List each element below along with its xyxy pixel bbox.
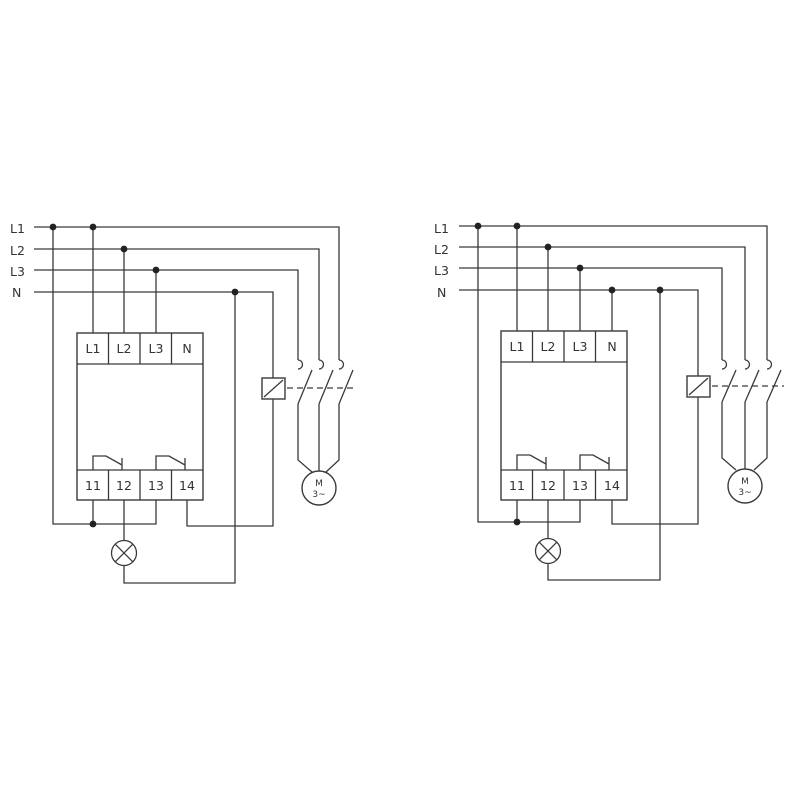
wire-n-lamp [123, 292, 236, 584]
motor-sub-label: 3~ [738, 488, 751, 498]
terminal-12: 12 [540, 478, 556, 493]
line-label-l2: L2 [434, 242, 449, 257]
contact-11-12-icon [516, 454, 547, 470]
wire-n [459, 289, 699, 376]
wire-14-coil [186, 399, 274, 527]
terminal-l3: L3 [149, 341, 164, 356]
junction-dot [544, 243, 552, 251]
junction-dot [89, 223, 97, 231]
terminal-l1: L1 [510, 339, 525, 354]
terminal-11: 11 [509, 478, 525, 493]
motor-sub-label: 3~ [312, 490, 325, 500]
junction-dot [231, 288, 239, 296]
junction-dot [49, 223, 57, 231]
line-label-l2: L2 [10, 243, 25, 258]
terminal-12: 12 [116, 478, 132, 493]
wire-l3 [459, 267, 723, 360]
junction-dot [513, 518, 521, 526]
junction-dot [89, 520, 97, 528]
terminal-l1: L1 [86, 341, 101, 356]
contact-13-14-icon [579, 454, 610, 470]
contactor-poles-icon [721, 359, 782, 471]
motor-label: M [315, 479, 323, 489]
motor-icon: M 3~ [727, 468, 763, 504]
terminal-l3: L3 [573, 339, 588, 354]
terminal-n: N [182, 341, 191, 356]
terminal-n: N [607, 339, 616, 354]
line-label-n: N [437, 285, 446, 300]
diagram-right: L1 L2 L3 N [434, 221, 784, 581]
terminal-13: 13 [572, 478, 588, 493]
lamp-icon [534, 537, 562, 565]
wire-l3 [34, 269, 299, 360]
junction-dot [608, 286, 616, 294]
wire-l1 [459, 225, 768, 360]
contact-11-12-icon [92, 455, 123, 470]
motor-icon: M 3~ [301, 470, 337, 506]
line-label-l1: L1 [10, 221, 25, 236]
lamp-icon [110, 539, 138, 567]
wire-14-coil [611, 397, 699, 525]
junction-dot [120, 245, 128, 253]
wire-l1 [34, 226, 340, 360]
wire-n [34, 291, 274, 378]
contactor-coil-icon [261, 377, 286, 400]
line-label-n: N [12, 285, 21, 300]
junction-dot [576, 264, 584, 272]
diagram-left: L1 L2 L3 N [10, 221, 357, 584]
wire-common-bus [52, 227, 157, 525]
junction-dot [513, 222, 521, 230]
line-label-l1: L1 [434, 221, 449, 236]
junction-dot [474, 222, 482, 230]
junction-dot [152, 266, 160, 274]
contact-13-14-icon [155, 455, 186, 470]
terminal-14: 14 [179, 478, 195, 493]
relay-module: L1 L2 L3 N 11 12 13 14 [500, 330, 628, 501]
line-label-l3: L3 [10, 264, 25, 279]
terminal-13: 13 [148, 478, 164, 493]
terminal-11: 11 [85, 478, 101, 493]
terminal-l2: L2 [541, 339, 556, 354]
contactor-coil-icon [686, 375, 711, 398]
wire-common-bus [477, 226, 581, 523]
wire-n-lamp [547, 290, 661, 581]
junction-dot [656, 286, 664, 294]
terminal-14: 14 [604, 478, 620, 493]
motor-label: M [741, 477, 749, 487]
wire-l2 [459, 246, 746, 360]
terminal-l2: L2 [117, 341, 132, 356]
contactor-poles-icon [297, 359, 354, 473]
wire-l2 [34, 248, 320, 360]
line-label-l3: L3 [434, 263, 449, 278]
relay-module: L1 L2 L3 N 11 12 13 14 [76, 332, 204, 501]
